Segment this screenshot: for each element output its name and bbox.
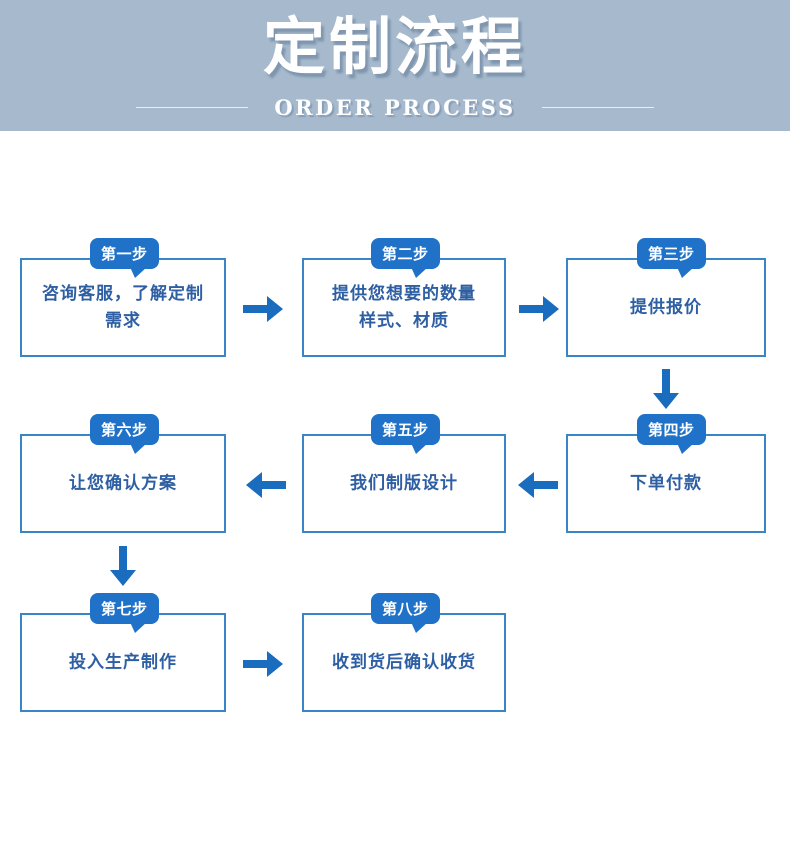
step-6-label: 让您确认方案 — [69, 473, 177, 493]
page-subtitle: ORDER PROCESS — [274, 94, 516, 120]
arrow-right-step7-step8 — [243, 651, 283, 677]
arrow-right-step1-step2 — [243, 296, 283, 322]
step-5-badge: 第五步 — [371, 414, 440, 454]
step-4-badge: 第四步 — [637, 414, 706, 454]
subtitle-rule-right — [541, 106, 654, 108]
arrow-left-step5-step6 — [246, 472, 286, 498]
step-3-label: 提供报价 — [630, 297, 702, 317]
step-4-label: 下单付款 — [630, 473, 702, 493]
step-6-badge: 第六步 — [90, 414, 159, 454]
step-2-badge: 第二步 — [371, 238, 440, 278]
page-title: 定制流程 — [262, 10, 527, 83]
arrow-down-step6-step7 — [110, 546, 136, 586]
process-flow-diagram: 咨询客服，了解定制 需求 第一步 提供您想要的数量 样式、材质 第二步 提供报价… — [0, 131, 790, 846]
step-box-8[interactable]: 收到货后确认收货 — [302, 613, 506, 712]
page-header-banner: 定制流程 ORDER PROCESS — [0, 0, 790, 131]
arrow-left-step4-step5 — [518, 472, 558, 498]
step-box-5[interactable]: 我们制版设计 — [302, 434, 506, 533]
step-2-label: 提供您想要的数量 样式、材质 — [332, 283, 476, 331]
step-5-label: 我们制版设计 — [350, 473, 458, 493]
step-7-label: 投入生产制作 — [69, 652, 177, 672]
arrow-right-step2-step3 — [519, 296, 559, 322]
subtitle-row: ORDER PROCESS — [0, 92, 790, 122]
step-1-badge: 第一步 — [90, 238, 159, 278]
step-box-4[interactable]: 下单付款 — [566, 434, 766, 533]
step-box-1[interactable]: 咨询客服，了解定制 需求 — [20, 258, 226, 357]
step-3-badge: 第三步 — [637, 238, 706, 278]
step-box-6[interactable]: 让您确认方案 — [20, 434, 226, 533]
step-box-7[interactable]: 投入生产制作 — [20, 613, 226, 712]
step-8-label: 收到货后确认收货 — [332, 652, 476, 672]
step-box-3[interactable]: 提供报价 — [566, 258, 766, 357]
step-box-2[interactable]: 提供您想要的数量 样式、材质 — [302, 258, 506, 357]
step-1-label: 咨询客服，了解定制 需求 — [42, 283, 204, 331]
arrow-down-step3-step4 — [653, 369, 679, 409]
step-7-badge: 第七步 — [90, 593, 159, 633]
step-8-badge: 第八步 — [371, 593, 440, 633]
subtitle-rule-left — [136, 106, 249, 108]
